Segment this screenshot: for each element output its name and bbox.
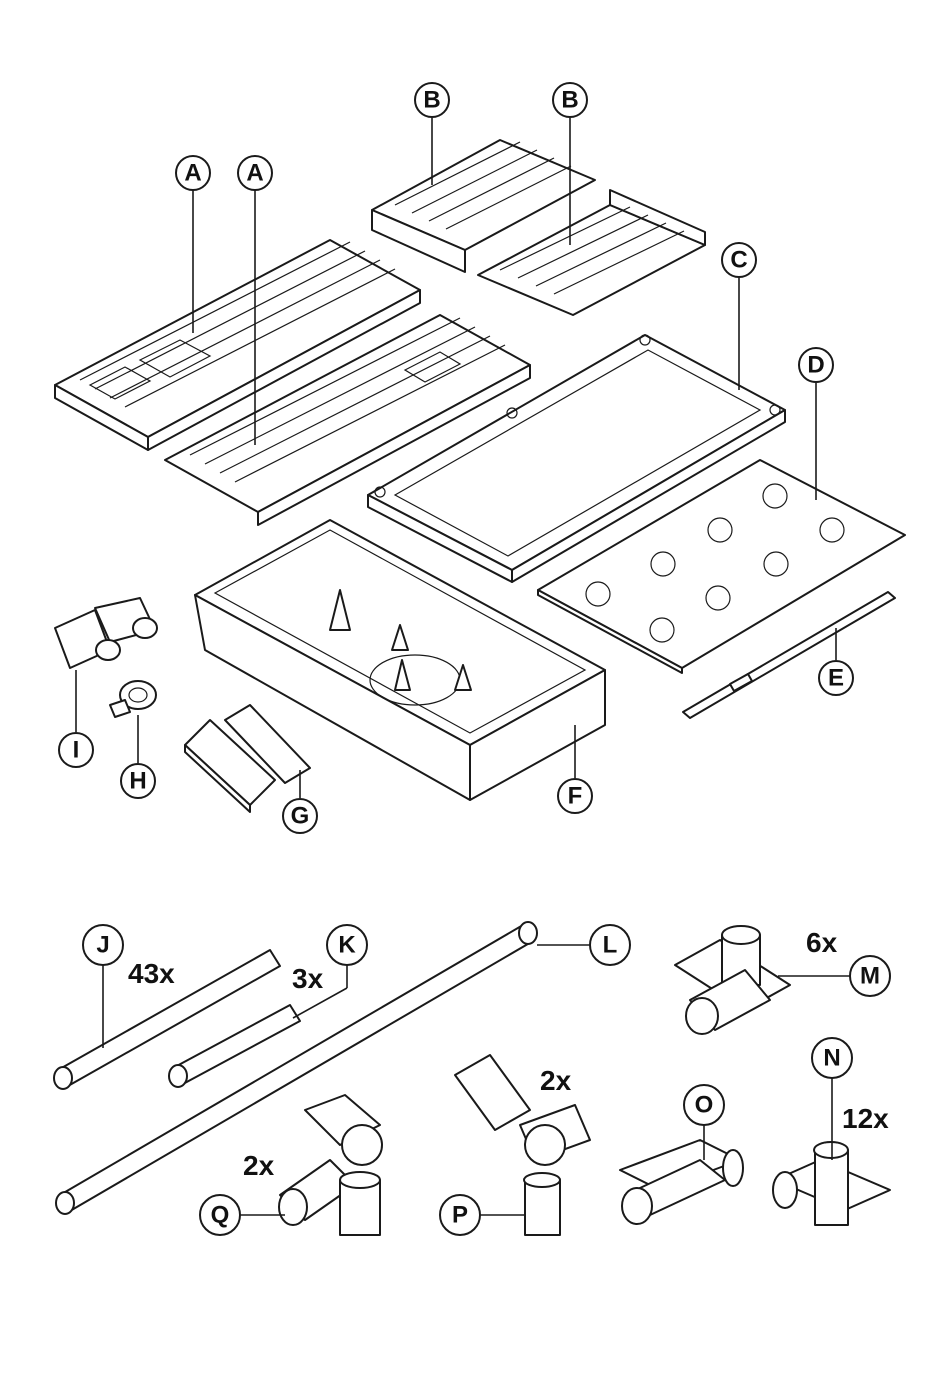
svg-text:M: M: [860, 963, 880, 990]
callout-b-2: B: [553, 83, 587, 117]
part-h-clip: [110, 681, 156, 717]
callout-k: K: [327, 925, 367, 965]
svg-text:L: L: [603, 932, 618, 959]
svg-text:K: K: [338, 932, 356, 959]
callout-e: E: [819, 661, 853, 695]
svg-text:E: E: [828, 665, 844, 692]
svg-text:A: A: [184, 160, 201, 187]
quantity-p: 2x: [540, 1065, 572, 1096]
callout-a-2: A: [238, 156, 272, 190]
quantity-n: 12x: [842, 1103, 889, 1134]
svg-text:H: H: [129, 768, 146, 795]
svg-text:Q: Q: [211, 1202, 230, 1229]
svg-text:F: F: [568, 783, 583, 810]
svg-text:B: B: [423, 87, 440, 114]
callout-d: D: [799, 348, 833, 382]
quantity-k: 3x: [292, 963, 324, 994]
svg-text:D: D: [807, 352, 824, 379]
callout-l: L: [590, 925, 630, 965]
callout-h: H: [121, 764, 155, 798]
callout-m: M: [850, 956, 890, 996]
svg-text:C: C: [730, 247, 747, 274]
part-m-fitting: [675, 926, 790, 1034]
callout-i: I: [59, 733, 93, 767]
quantity-q: 2x: [243, 1150, 275, 1181]
svg-text:J: J: [96, 932, 109, 959]
svg-text:A: A: [246, 160, 263, 187]
callout-p: P: [440, 1195, 480, 1235]
callout-b-1: B: [415, 83, 449, 117]
svg-text:O: O: [695, 1092, 714, 1119]
quantity-m: 6x: [806, 927, 838, 958]
svg-text:B: B: [561, 87, 578, 114]
callout-a-1: A: [176, 156, 210, 190]
svg-text:N: N: [823, 1045, 840, 1072]
callout-f: F: [558, 779, 592, 813]
svg-text:P: P: [452, 1202, 468, 1229]
part-o-fitting: [620, 1140, 743, 1224]
svg-text:I: I: [73, 737, 80, 764]
callout-o: O: [684, 1085, 724, 1125]
callout-n: N: [812, 1038, 852, 1078]
part-q-fitting: [279, 1095, 382, 1235]
part-g-blocks: [185, 705, 310, 812]
svg-text:G: G: [291, 803, 310, 830]
part-i-brackets: [55, 598, 157, 668]
callout-c: C: [722, 243, 756, 277]
callout-j: J: [83, 925, 123, 965]
callout-g: G: [283, 799, 317, 833]
quantity-j: 43x: [128, 958, 175, 989]
callout-q: Q: [200, 1195, 240, 1235]
